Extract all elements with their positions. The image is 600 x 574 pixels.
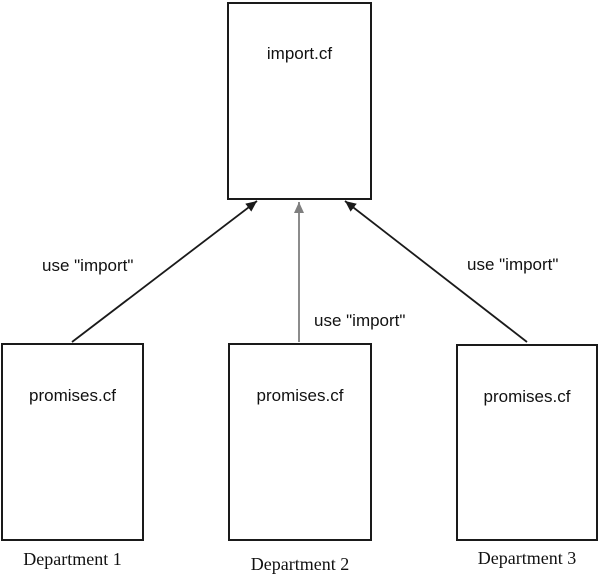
arrow-dept1-to-import xyxy=(71,200,258,343)
node-label: import.cf xyxy=(266,44,333,63)
node-promises-cf-dept2: promises.cf xyxy=(228,343,372,541)
node-label: promises.cf xyxy=(256,386,344,405)
node-promises-cf-dept3: promises.cf xyxy=(456,344,598,541)
caption-department-2: Department 2 xyxy=(250,554,350,574)
arrow-dept3-to-import xyxy=(344,200,528,343)
edge-label-dept1: use "import" xyxy=(42,256,134,275)
edge-label-dept2: use "import" xyxy=(314,311,406,330)
node-import-cf: import.cf xyxy=(227,2,372,200)
caption-department-1: Department 1 xyxy=(23,549,122,569)
edge-label-dept3: use "import" xyxy=(467,255,559,274)
caption-department-3: Department 3 xyxy=(477,548,577,568)
node-label: promises.cf xyxy=(483,387,571,406)
node-promises-cf-dept1: promises.cf xyxy=(1,343,144,541)
node-label: promises.cf xyxy=(29,386,116,405)
